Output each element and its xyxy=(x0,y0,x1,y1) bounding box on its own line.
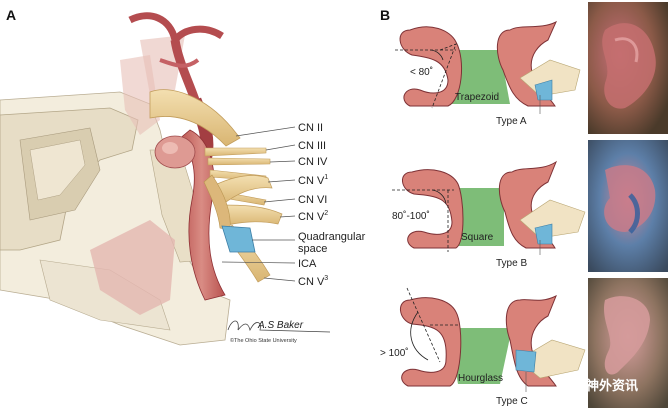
panel-a-letter: A xyxy=(6,7,16,23)
type-a-shape: Trapezoid xyxy=(455,92,499,103)
watermark: 神外资讯 xyxy=(562,375,638,395)
label-quadrangular-line2: space xyxy=(298,243,327,255)
square-space xyxy=(458,188,504,246)
type-b-shape: Square xyxy=(461,232,494,243)
panel-b: B < 80˚ Trapezoid Type A 80˚-1 xyxy=(380,2,668,408)
label-cn5-2: CN V2 xyxy=(298,210,328,223)
skull-base-bone xyxy=(0,35,231,346)
quadrangular-space xyxy=(221,225,256,253)
label-cn4: CN IV xyxy=(298,156,328,168)
type-a-angle: < 80˚ xyxy=(410,66,433,78)
surgical-photo-type-a xyxy=(588,2,668,134)
type-c-shape: Hourglass xyxy=(458,373,503,384)
panel-b-letter: B xyxy=(380,7,390,23)
surgical-photo-type-b xyxy=(588,140,668,272)
optic-nerve xyxy=(149,89,241,147)
label-cn2: CN II xyxy=(298,122,323,134)
type-c-diagram: > 100˚ Hourglass Type C xyxy=(380,287,586,407)
panel-a: A xyxy=(0,7,366,346)
type-c-angle: > 100˚ xyxy=(380,347,409,359)
type-a-label: Type A xyxy=(496,116,527,127)
label-quadrangular-line1: Quadrangular xyxy=(298,231,366,243)
type-b-angle: 80˚-100˚ xyxy=(392,210,430,222)
leader-lines xyxy=(221,126,296,282)
type-b-diagram: 80˚-100˚ Square Type B xyxy=(392,160,586,269)
signature-script: A.S Baker xyxy=(257,320,304,331)
label-cn6: CN VI xyxy=(298,194,327,206)
label-cn5-1: CN V1 xyxy=(298,174,328,187)
surgical-photo-type-c xyxy=(588,278,668,408)
trapezoid-space xyxy=(448,50,510,104)
watermark-text: 神外资讯 xyxy=(586,378,638,394)
type-b-label: Type B xyxy=(496,258,527,269)
label-cn3: CN III xyxy=(298,140,326,152)
type-c-label: Type C xyxy=(496,396,528,407)
type-a-diagram: < 80˚ Trapezoid Type A xyxy=(395,20,581,127)
signature-copyright: ©The Ohio State University xyxy=(230,337,297,344)
label-cn5-3: CN V3 xyxy=(298,275,328,288)
hourglass-space xyxy=(448,328,512,384)
artist-signature: A.S Baker ©The Ohio State University xyxy=(227,320,331,344)
label-ica: ICA xyxy=(298,258,317,270)
